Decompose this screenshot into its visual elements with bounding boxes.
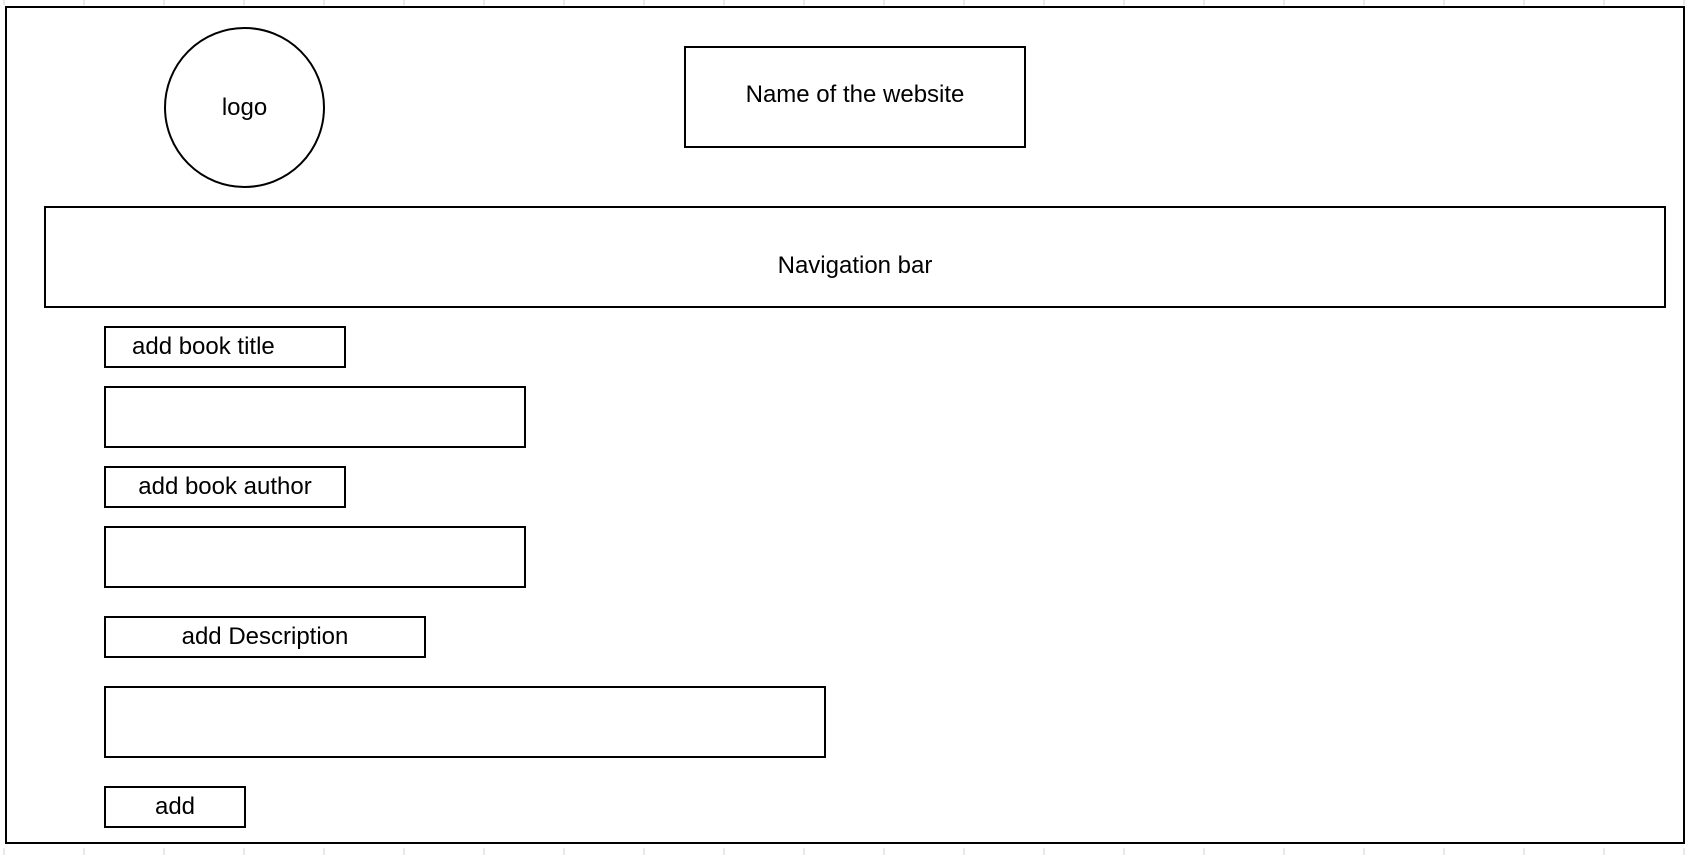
- website-name: Name of the website: [684, 46, 1026, 148]
- logo[interactable]: logo: [164, 27, 325, 188]
- description-label: add Description: [104, 616, 426, 658]
- book-title-input[interactable]: [104, 386, 526, 448]
- navigation-bar[interactable]: Navigation bar: [44, 206, 1666, 308]
- book-title-label: add book title: [104, 326, 346, 368]
- book-author-input[interactable]: [104, 526, 526, 588]
- book-author-label: add book author: [104, 466, 346, 508]
- description-input[interactable]: [104, 686, 826, 758]
- add-button[interactable]: add: [104, 786, 246, 828]
